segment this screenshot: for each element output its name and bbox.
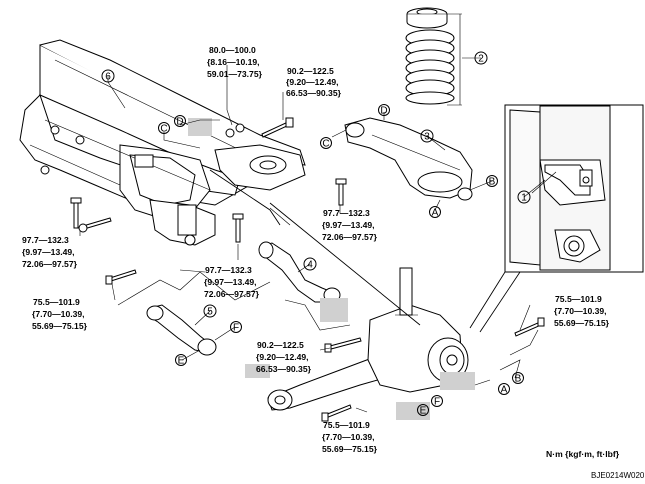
svg-text:B: B bbox=[489, 177, 496, 188]
leader-lines bbox=[79, 57, 546, 413]
svg-text:97.7—132.3: 97.7—132.3 bbox=[22, 235, 69, 245]
svg-text:66.53—90.35}: 66.53—90.35} bbox=[256, 364, 312, 374]
letter-locator: F bbox=[230, 321, 242, 334]
svg-text:C: C bbox=[160, 124, 167, 135]
svg-text:C: C bbox=[322, 139, 329, 150]
callout-5: 5 bbox=[203, 304, 217, 318]
svg-text:97.7—132.3: 97.7—132.3 bbox=[323, 208, 370, 218]
svg-text:59.01—73.75}: 59.01—73.75} bbox=[207, 69, 263, 79]
svg-text:90.2—122.5: 90.2—122.5 bbox=[257, 340, 304, 350]
svg-text:72.06—97.57}: 72.06—97.57} bbox=[22, 259, 78, 269]
letter-locator: D bbox=[174, 115, 186, 128]
svg-text:75.5—101.9: 75.5—101.9 bbox=[33, 297, 80, 307]
svg-text:F: F bbox=[233, 323, 239, 334]
bolt bbox=[105, 269, 137, 285]
torque-spec-90-mid: 90.2—122.5 {9.20—12.49, 66.53—90.35} bbox=[256, 340, 312, 374]
bolts bbox=[70, 117, 545, 422]
letter-locator: E bbox=[175, 354, 187, 367]
svg-text:72.06—97.57}: 72.06—97.57} bbox=[204, 289, 260, 299]
bolt bbox=[70, 197, 82, 229]
svg-text:55.69—75.15}: 55.69—75.15} bbox=[322, 444, 378, 454]
detail-inset bbox=[469, 104, 644, 333]
svg-text:{8.16—10.19,: {8.16—10.19, bbox=[207, 57, 260, 67]
coil-spring bbox=[405, 7, 462, 106]
svg-text:55.69—75.15}: 55.69—75.15} bbox=[32, 321, 88, 331]
bolt bbox=[225, 123, 245, 138]
svg-text:B: B bbox=[515, 374, 522, 385]
bolt bbox=[335, 178, 347, 206]
svg-text:90.2—122.5: 90.2—122.5 bbox=[287, 66, 334, 76]
torque-spec-97-right: 97.7—132.3 {9.97—13.49, 72.06—97.57} bbox=[322, 208, 378, 242]
callout-1-label: 1 bbox=[521, 193, 527, 204]
upper-arm-4 bbox=[258, 241, 341, 303]
letter-locator: C bbox=[158, 122, 170, 135]
svg-text:{9.97—13.49,: {9.97—13.49, bbox=[204, 277, 257, 287]
svg-text:66.53—90.35}: 66.53—90.35} bbox=[286, 88, 342, 98]
svg-text:75.5—101.9: 75.5—101.9 bbox=[555, 294, 602, 304]
callout-4: 4 bbox=[303, 257, 317, 271]
torque-spec-75-right: 75.5—101.9 {7.70—10.39, 55.69—75.15} bbox=[554, 294, 610, 328]
svg-text:D: D bbox=[176, 117, 183, 128]
crossmember bbox=[19, 39, 306, 246]
figure-code: BJE0214W020 bbox=[591, 471, 645, 480]
svg-text:75.5—101.9: 75.5—101.9 bbox=[323, 420, 370, 430]
torque-spec-97-mid: 97.7—132.3 {9.97—13.49, 72.06—97.57} bbox=[204, 265, 260, 299]
svg-text:{7.70—10.39,: {7.70—10.39, bbox=[554, 306, 607, 316]
svg-text:A: A bbox=[501, 385, 508, 396]
svg-text:72.06—97.57}: 72.06—97.57} bbox=[322, 232, 378, 242]
svg-text:{7.70—10.39,: {7.70—10.39, bbox=[322, 432, 375, 442]
callout-3: 3 bbox=[420, 129, 434, 143]
letter-locator: E bbox=[417, 404, 429, 417]
svg-text:{9.97—13.49,: {9.97—13.49, bbox=[322, 220, 375, 230]
bolt bbox=[261, 117, 294, 138]
bolt bbox=[232, 213, 244, 243]
svg-text:{9.97—13.49,: {9.97—13.49, bbox=[22, 247, 75, 257]
torque-spec-97-left: 97.7—132.3 {9.97—13.49, 72.06—97.57} bbox=[22, 235, 78, 269]
letter-locator: B bbox=[512, 372, 524, 385]
svg-text:{9.20—12.49,: {9.20—12.49, bbox=[256, 352, 309, 362]
svg-text:A: A bbox=[432, 208, 439, 219]
callout-1: 1 bbox=[517, 190, 531, 204]
svg-text:55.69—75.15}: 55.69—75.15} bbox=[554, 318, 610, 328]
letter-locator: D bbox=[378, 104, 390, 117]
torque-spec-75-bottom: 75.5—101.9 {7.70—10.39, 55.69—75.15} bbox=[322, 420, 378, 454]
svg-text:E: E bbox=[178, 356, 185, 367]
svg-text:80.0—100.0: 80.0—100.0 bbox=[209, 45, 256, 55]
callout-6: 6 bbox=[101, 69, 115, 83]
letter-locator: A bbox=[498, 383, 510, 396]
svg-text:{9.20—12.49,: {9.20—12.49, bbox=[286, 77, 339, 87]
letter-locator: B bbox=[486, 175, 498, 188]
bolt bbox=[324, 337, 362, 353]
unit-note: N·m {kgf·m, ft·lbf} bbox=[546, 449, 620, 459]
bolt bbox=[78, 217, 112, 233]
callout-2: 2 bbox=[474, 51, 488, 65]
callout-6-label: 6 bbox=[105, 72, 111, 83]
svg-text:{7.70—10.39,: {7.70—10.39, bbox=[32, 309, 85, 319]
letter-locator: F bbox=[431, 395, 443, 408]
svg-text:D: D bbox=[380, 106, 387, 117]
svg-text:F: F bbox=[434, 397, 440, 408]
svg-text:E: E bbox=[420, 406, 427, 417]
torque-spec-90-top: 90.2—122.5 {9.20—12.49, 66.53—90.35} bbox=[286, 66, 342, 98]
lateral-link-5 bbox=[146, 304, 217, 356]
lower-arm-3 bbox=[344, 117, 473, 201]
bolt bbox=[514, 317, 545, 337]
letter-locator: C bbox=[320, 137, 332, 150]
torque-spec-80: 80.0—100.0 {8.16—10.19, 59.01—73.75} bbox=[207, 45, 263, 79]
bolt bbox=[321, 404, 352, 422]
callout-5-label: 5 bbox=[207, 307, 213, 318]
callout-2-label: 2 bbox=[478, 54, 484, 65]
trailing-link-and-knuckle bbox=[267, 202, 469, 411]
svg-text:97.7—132.3: 97.7—132.3 bbox=[205, 265, 252, 275]
letter-locator: A bbox=[429, 206, 441, 219]
callout-3-label: 3 bbox=[424, 132, 430, 143]
callout-4-label: 4 bbox=[307, 260, 313, 271]
torque-spec-75-left: 75.5—101.9 {7.70—10.39, 55.69—75.15} bbox=[32, 297, 88, 331]
